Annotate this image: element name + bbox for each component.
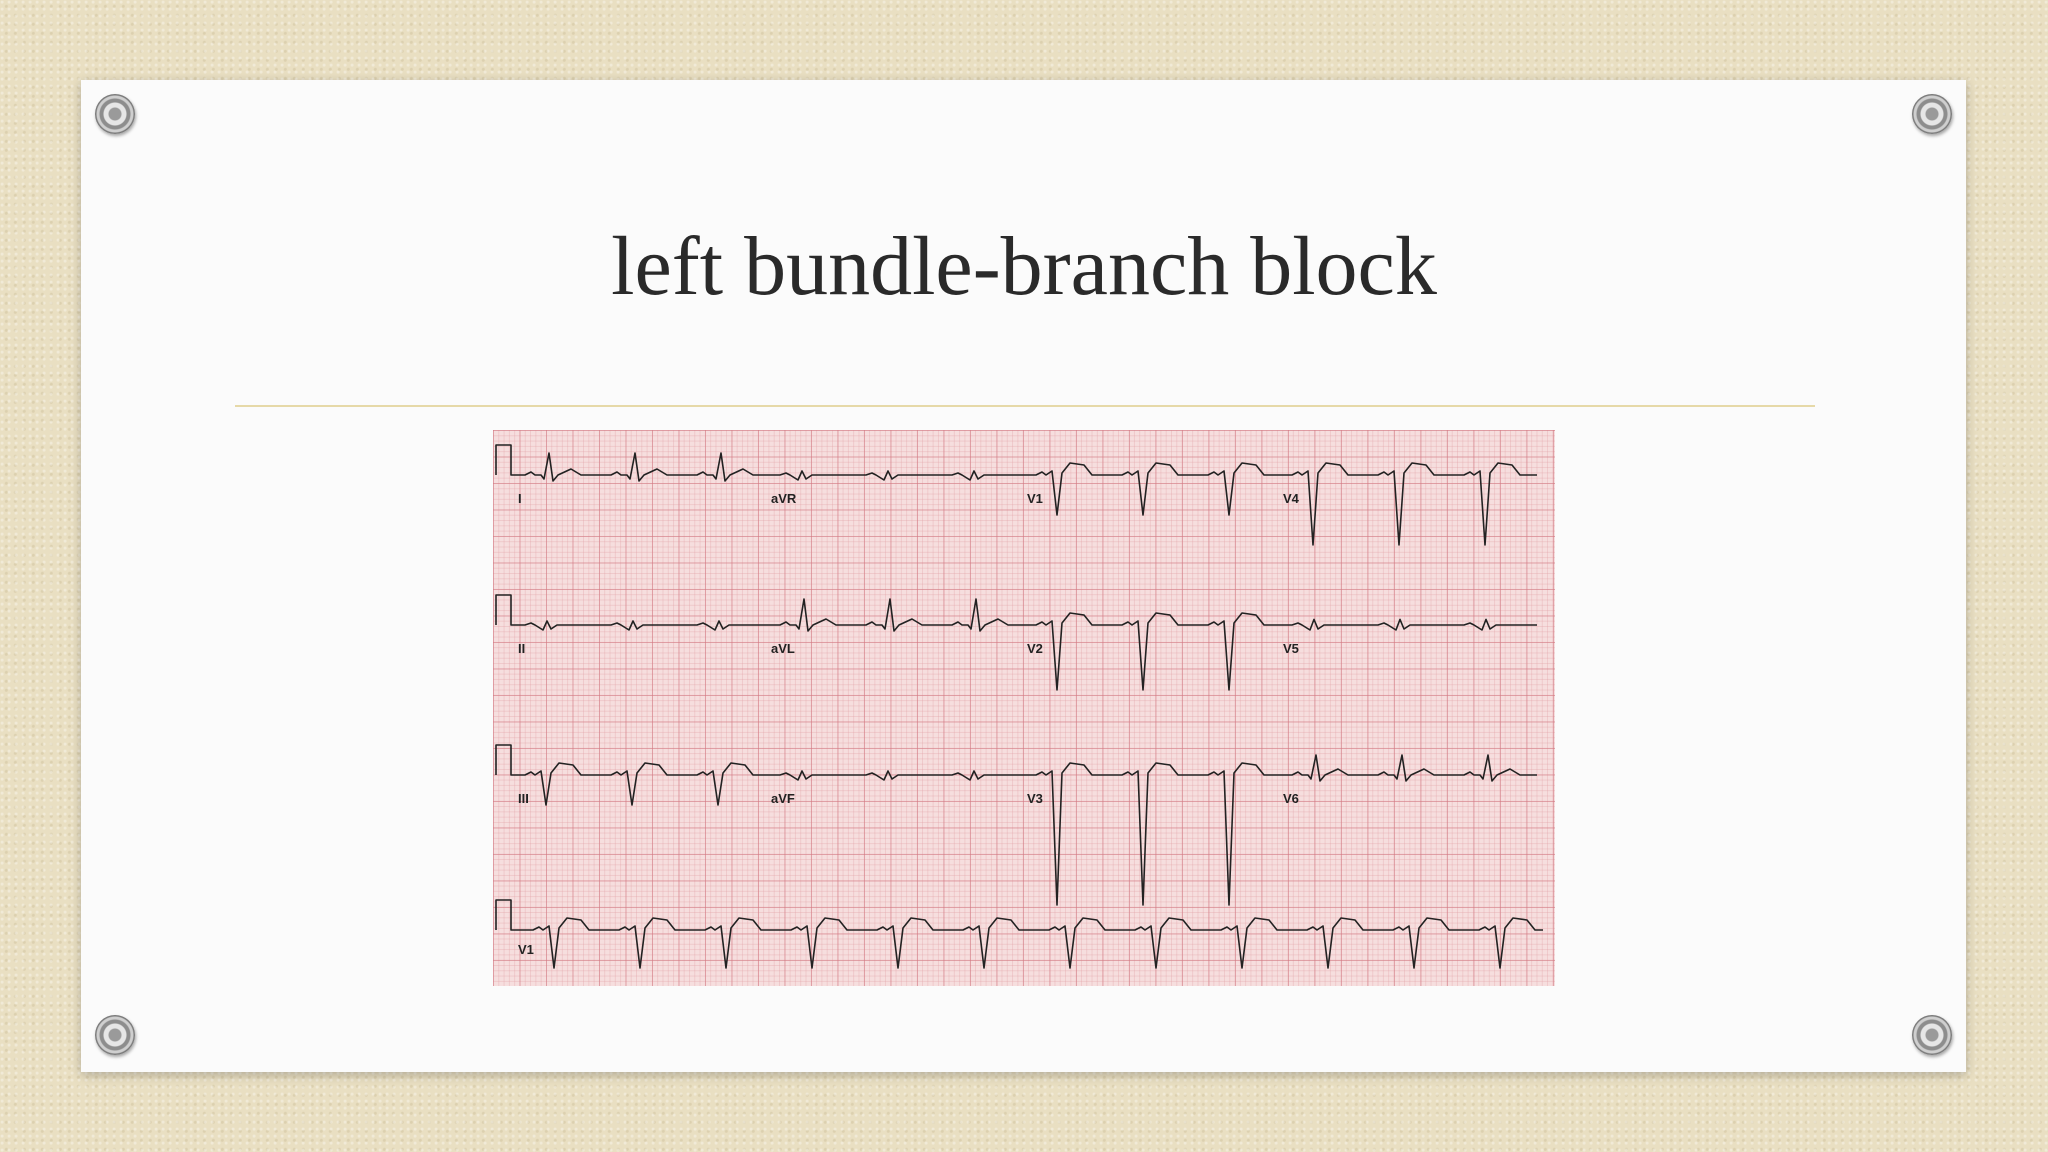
slide-title: left bundle-branch block [611, 220, 1437, 313]
ecg-trace-row [495, 744, 1537, 906]
lead-label: V1 [1027, 491, 1043, 506]
lead-label: aVL [771, 641, 795, 656]
top-right-grommet-icon [1912, 94, 1952, 134]
bottom-left-grommet-icon [95, 1015, 135, 1055]
lead-label: aVF [771, 791, 795, 806]
lead-label: III [518, 791, 529, 806]
ecg-trace-row [495, 444, 1537, 546]
title-divider [235, 405, 1815, 407]
lead-label: II [518, 641, 525, 656]
lead-label: V1 [518, 942, 534, 957]
lead-label: V4 [1283, 491, 1300, 506]
lead-label: V6 [1283, 791, 1299, 806]
lead-label: V2 [1027, 641, 1043, 656]
ecg-trace-row [495, 594, 1537, 691]
bottom-right-grommet-icon [1912, 1015, 1952, 1055]
lead-label: I [518, 491, 522, 506]
top-left-grommet-icon [95, 94, 135, 134]
lead-label: aVR [771, 491, 797, 506]
lead-label: V5 [1283, 641, 1299, 656]
ecg-trace-rhythm-strip [495, 899, 1543, 969]
lead-label: V3 [1027, 791, 1043, 806]
